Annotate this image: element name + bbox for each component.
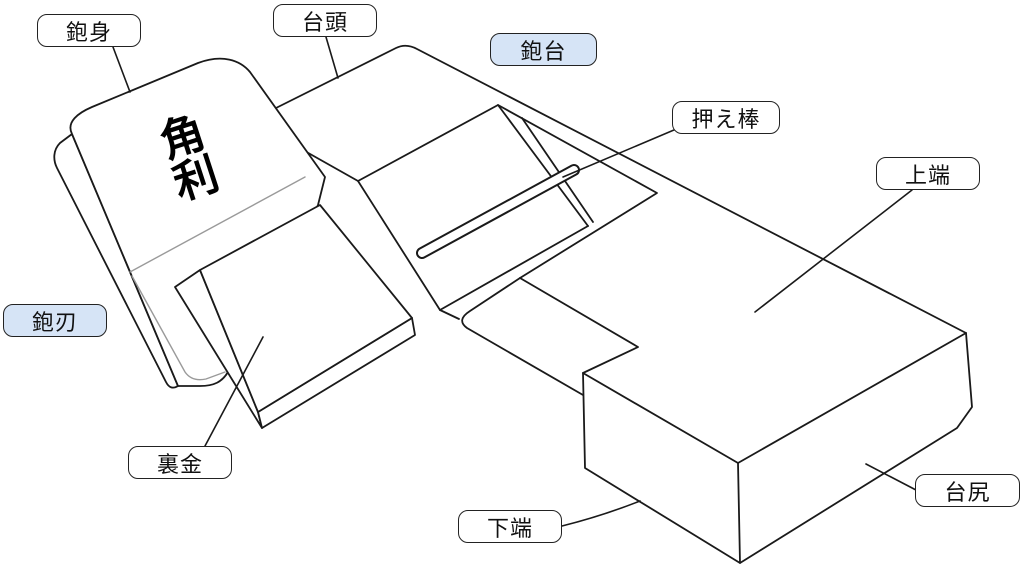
tail-end-top-edge bbox=[737, 332, 967, 464]
blade-slot-opening bbox=[357, 104, 658, 279]
plane-body-outline bbox=[271, 44, 973, 564]
leader-line-chipbreaker bbox=[204, 336, 264, 447]
label-blade: 鉋刃 bbox=[3, 304, 107, 337]
leader-line-blade-body bbox=[112, 46, 131, 93]
sole-edge bbox=[461, 277, 584, 396]
bed-inner-line bbox=[521, 117, 594, 223]
press-bar-fill bbox=[418, 166, 578, 257]
head-near-edge bbox=[302, 149, 359, 182]
label-top-surface: 上端 bbox=[876, 157, 980, 190]
plane-body bbox=[271, 44, 973, 564]
slot-near-wall bbox=[357, 180, 441, 311]
press-bar bbox=[416, 164, 580, 259]
label-head: 台頭 bbox=[273, 4, 377, 37]
leader-line-tail bbox=[865, 463, 917, 491]
leader-line-sole bbox=[561, 500, 641, 527]
label-tail: 台尻 bbox=[915, 474, 1020, 507]
tail-side-face-edges bbox=[582, 372, 741, 564]
label-plane-body: 鉋台 bbox=[490, 33, 597, 66]
leader-lines bbox=[112, 36, 917, 527]
label-press-bar: 押え棒 bbox=[672, 101, 780, 134]
label-sole: 下端 bbox=[458, 510, 562, 543]
blade-bevel-edge bbox=[131, 275, 226, 381]
chipbreaker-front-face bbox=[199, 204, 413, 413]
chipbreaker bbox=[174, 204, 416, 429]
bed-far-line bbox=[497, 104, 589, 227]
blade-side-face bbox=[53, 133, 179, 389]
leader-line-head bbox=[325, 36, 339, 79]
blade-steel-boundary bbox=[129, 176, 306, 273]
leader-line-press-bar bbox=[562, 126, 682, 178]
leader-line-top-surface bbox=[754, 189, 913, 313]
label-chipbreaker: 裏金 bbox=[128, 446, 232, 479]
label-blade-body: 鉋身 bbox=[37, 14, 141, 47]
